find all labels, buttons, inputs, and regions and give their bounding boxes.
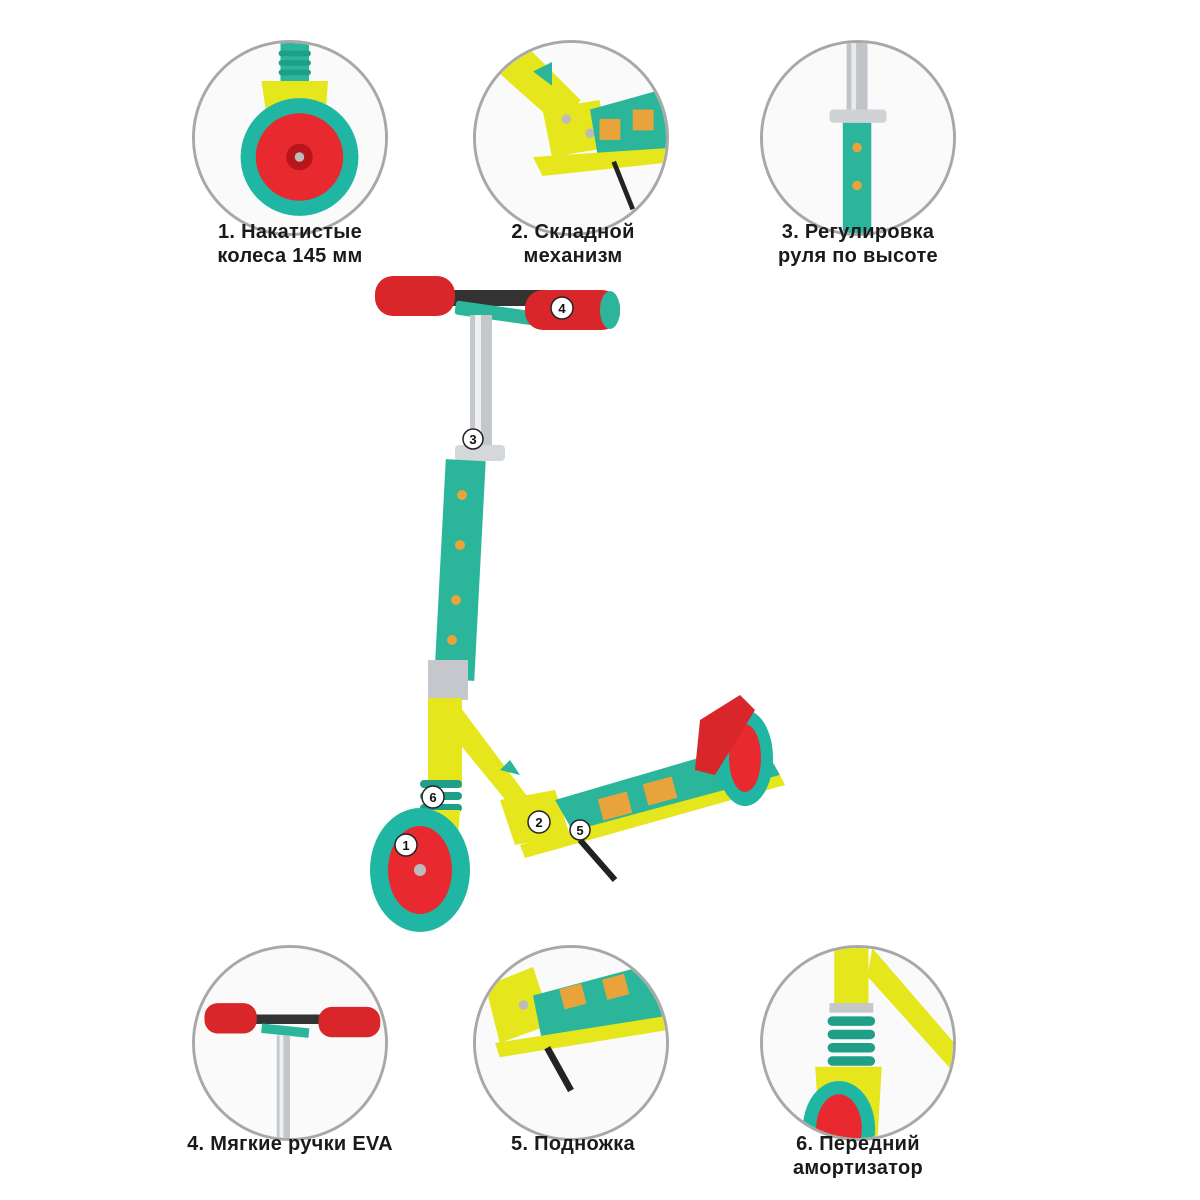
- kickstand-detail-icon: [476, 948, 666, 1138]
- feature-caption-5-line-1: 5. Подножка: [511, 1133, 635, 1155]
- feature-caption-2-line-2: механизм: [523, 245, 623, 267]
- feature-caption-6: 6. Передний амортизатор: [728, 1132, 988, 1180]
- marker-1-label: 1: [402, 838, 409, 853]
- feature-caption-1-line-1: 1. Накатистые: [217, 221, 363, 243]
- marker-3-label: 3: [469, 432, 476, 447]
- marker-5: 5: [569, 819, 591, 841]
- left-grip: [375, 276, 455, 316]
- handle-grips-detail-circle: [192, 945, 388, 1141]
- kickstand: [577, 838, 618, 882]
- marker-4-label: 4: [558, 301, 566, 316]
- feature-caption-6-line-2: амортизатор: [793, 1157, 923, 1179]
- marker-4: 4: [550, 296, 574, 320]
- marker-1: 1: [394, 833, 418, 857]
- folding-mechanism-detail-icon: [476, 43, 666, 233]
- feature-caption-4-line-1: 4. Мягкие ручки EVA: [187, 1133, 393, 1155]
- marker-5-label: 5: [576, 823, 583, 838]
- wheel-detail-circle: [192, 40, 388, 236]
- front-shock-detail-icon: [763, 948, 953, 1138]
- feature-caption-3: 3. Регулировка руля по высоте: [728, 220, 988, 268]
- feature-caption-3-line-2: руля по высоте: [778, 245, 938, 267]
- marker-6: 6: [421, 785, 445, 809]
- kickstand-detail-circle: [473, 945, 669, 1141]
- feature-caption-4: 4. Мягкие ручки EVA: [160, 1132, 420, 1156]
- height-adjust-detail-circle: [760, 40, 956, 236]
- height-adjust-detail-icon: [763, 43, 953, 233]
- feature-caption-2: 2. Складной механизм: [443, 220, 703, 268]
- height-clamp: [455, 445, 505, 461]
- marker-2-label: 2: [535, 815, 542, 830]
- feature-caption-1: 1. Накатистые колеса 145 мм: [160, 220, 420, 268]
- feature-caption-3-line-1: 3. Регулировка: [781, 221, 935, 243]
- folding-mechanism-detail-circle: [473, 40, 669, 236]
- rear-brake: [695, 695, 755, 775]
- feature-caption-5: 5. Подножка: [443, 1132, 703, 1156]
- marker-6-label: 6: [429, 790, 436, 805]
- marker-2: 2: [527, 810, 551, 834]
- handle-grips-detail-icon: [195, 948, 385, 1138]
- front-shock-detail-circle: [760, 945, 956, 1141]
- marker-3: 3: [462, 428, 484, 450]
- feature-caption-1-line-2: колеса 145 мм: [217, 245, 363, 267]
- feature-caption-6-line-1: 6. Передний: [796, 1133, 920, 1155]
- feature-caption-2-line-1: 2. Складной: [511, 221, 635, 243]
- lower-stem: [434, 459, 486, 681]
- wheel-detail-icon: [195, 43, 385, 233]
